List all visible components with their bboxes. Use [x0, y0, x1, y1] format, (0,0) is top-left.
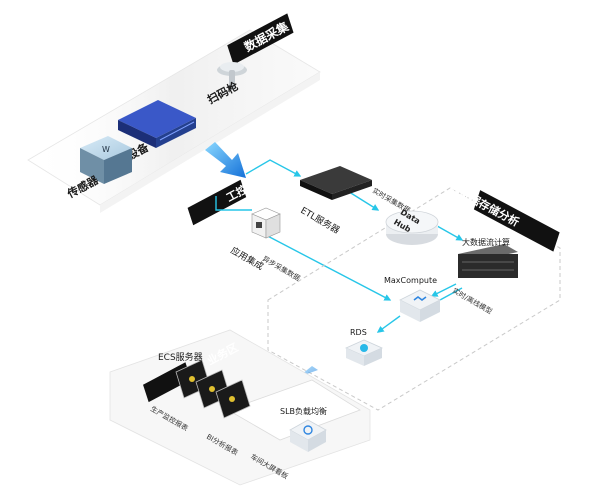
etl-server-label: ETL服务器	[299, 204, 342, 236]
ecs-servers-icon	[175, 359, 251, 419]
svg-text:大数据存储分析: 大数据存储分析	[447, 181, 522, 230]
equipment-server-icon	[118, 100, 196, 148]
maxcompute-label: MaxCompute	[384, 276, 437, 285]
sensor-cube-icon: W	[80, 136, 132, 184]
app-integration-icon	[251, 207, 281, 239]
slb-icon	[289, 419, 327, 452]
slb-label: SLB负载均衡	[280, 406, 327, 416]
bigdata-compute-server-icon	[458, 244, 518, 278]
ecs-platform	[227, 379, 361, 441]
etl-server-icon	[300, 166, 372, 200]
svg-text:W: W	[102, 145, 110, 154]
async-collect-label: 异步采集数据	[261, 254, 302, 283]
maxcompute-icon	[399, 289, 441, 322]
datahub-icon: Data Hub	[385, 208, 439, 245]
rds-icon	[345, 339, 383, 366]
collection-arrow	[205, 142, 246, 178]
scanner-icon	[217, 62, 247, 90]
realtime-offline-label: 实时/离线模型	[451, 286, 494, 316]
bigdata-compute-label: 大数据流计算	[462, 237, 510, 247]
ecs-label: ECS服务器	[158, 351, 203, 363]
data-collection-band-edge	[100, 72, 320, 213]
app-integration-label: 应用集成	[229, 244, 266, 272]
analytics-zone-border	[267, 187, 561, 411]
rds-label: RDS	[350, 328, 367, 337]
